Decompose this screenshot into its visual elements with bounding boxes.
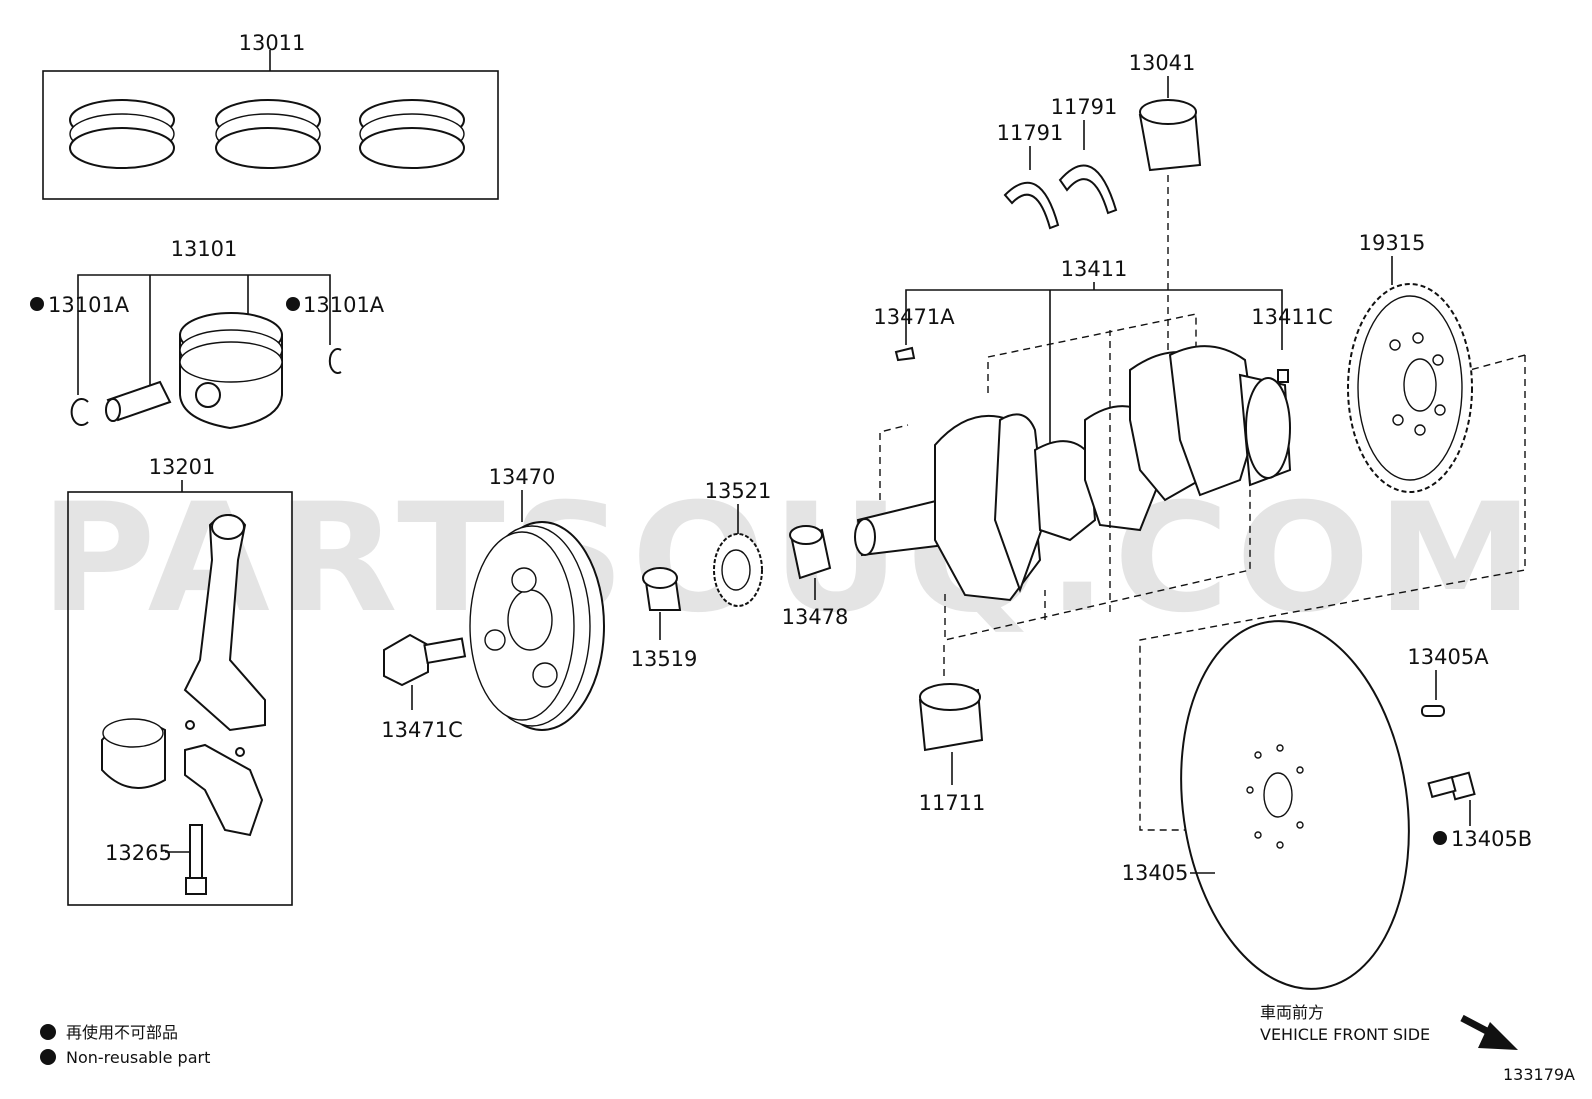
non-reusable-dot-13405B xyxy=(1433,831,1447,845)
connecting-rod[interactable] xyxy=(183,514,266,757)
piston[interactable] xyxy=(179,312,283,430)
crankshaft-pulley[interactable] xyxy=(469,521,605,731)
crank-key[interactable] xyxy=(894,346,916,362)
legend-en: Non-reusable part xyxy=(66,1048,210,1067)
front-side-jp: 車両前方 xyxy=(1260,1003,1324,1022)
label-13101A-right: 13101A xyxy=(303,293,385,317)
legend-dot-jp xyxy=(40,1024,56,1040)
label-11711: 11711 xyxy=(919,791,986,815)
piston-pin[interactable] xyxy=(105,380,172,422)
piston-ring-set[interactable] xyxy=(42,50,499,200)
conrod-cap[interactable] xyxy=(184,743,264,837)
conrod-bearing[interactable] xyxy=(101,718,166,789)
label-13201: 13201 xyxy=(149,455,216,479)
label-13521: 13521 xyxy=(705,479,772,503)
label-13265: 13265 xyxy=(105,841,172,865)
drive-plate[interactable] xyxy=(1158,606,1431,1004)
front-side-en: VEHICLE FRONT SIDE xyxy=(1260,1025,1430,1044)
label-11791-a: 11791 xyxy=(997,121,1064,145)
label-13411C: 13411C xyxy=(1251,305,1332,329)
pulley-bolt[interactable] xyxy=(383,633,467,687)
label-13011: 13011 xyxy=(239,31,306,55)
watermark: PARTSOUQ.COM xyxy=(40,472,1540,646)
crank-main-bearing-upper[interactable] xyxy=(1138,99,1202,172)
label-13519: 13519 xyxy=(631,647,698,671)
crankshaft[interactable] xyxy=(854,345,1292,602)
snap-ring-left[interactable] xyxy=(70,398,89,426)
crank-main-bearing-lower[interactable] xyxy=(918,683,984,752)
label-13041: 13041 xyxy=(1129,51,1196,75)
non-reusable-dot-left xyxy=(30,297,44,311)
legend-dot-en xyxy=(40,1049,56,1065)
conrod-bolt[interactable] xyxy=(185,824,207,895)
crank-position-sensor-plate[interactable] xyxy=(1347,283,1473,493)
label-13101: 13101 xyxy=(171,237,238,261)
label-13478: 13478 xyxy=(782,605,849,629)
label-13405A: 13405A xyxy=(1407,645,1489,669)
conrod-box xyxy=(67,491,293,906)
label-11791-b: 11791 xyxy=(1051,95,1118,119)
label-13405: 13405 xyxy=(1122,861,1189,885)
crank-pin[interactable] xyxy=(1277,369,1289,383)
ring-2 xyxy=(215,99,321,169)
front-arrow-icon xyxy=(1460,1014,1518,1050)
ring-3 xyxy=(359,99,465,169)
crank-timing-sprocket[interactable] xyxy=(713,533,763,607)
label-19315: 19315 xyxy=(1359,231,1426,255)
label-13411: 13411 xyxy=(1061,257,1128,281)
label-13471A: 13471A xyxy=(873,305,955,329)
thrust-washer-1[interactable] xyxy=(1003,181,1060,230)
drive-plate-pin[interactable] xyxy=(1421,705,1445,717)
snap-ring-right[interactable] xyxy=(328,348,342,374)
drive-plate-bolt[interactable] xyxy=(1427,771,1476,801)
crank-sleeve[interactable] xyxy=(789,525,832,580)
thrust-washer-2[interactable] xyxy=(1058,164,1118,215)
legend-jp: 再使用不可部品 xyxy=(66,1023,178,1042)
label-13470: 13470 xyxy=(489,465,556,489)
diagram-code: 133179A xyxy=(1503,1065,1575,1084)
label-13405B: 13405B xyxy=(1451,827,1532,851)
label-13101A-left: 13101A xyxy=(48,293,130,317)
label-13471C: 13471C xyxy=(381,718,462,742)
non-reusable-dot-right xyxy=(286,297,300,311)
crank-spacer[interactable] xyxy=(642,567,682,611)
ring-1 xyxy=(69,99,175,169)
